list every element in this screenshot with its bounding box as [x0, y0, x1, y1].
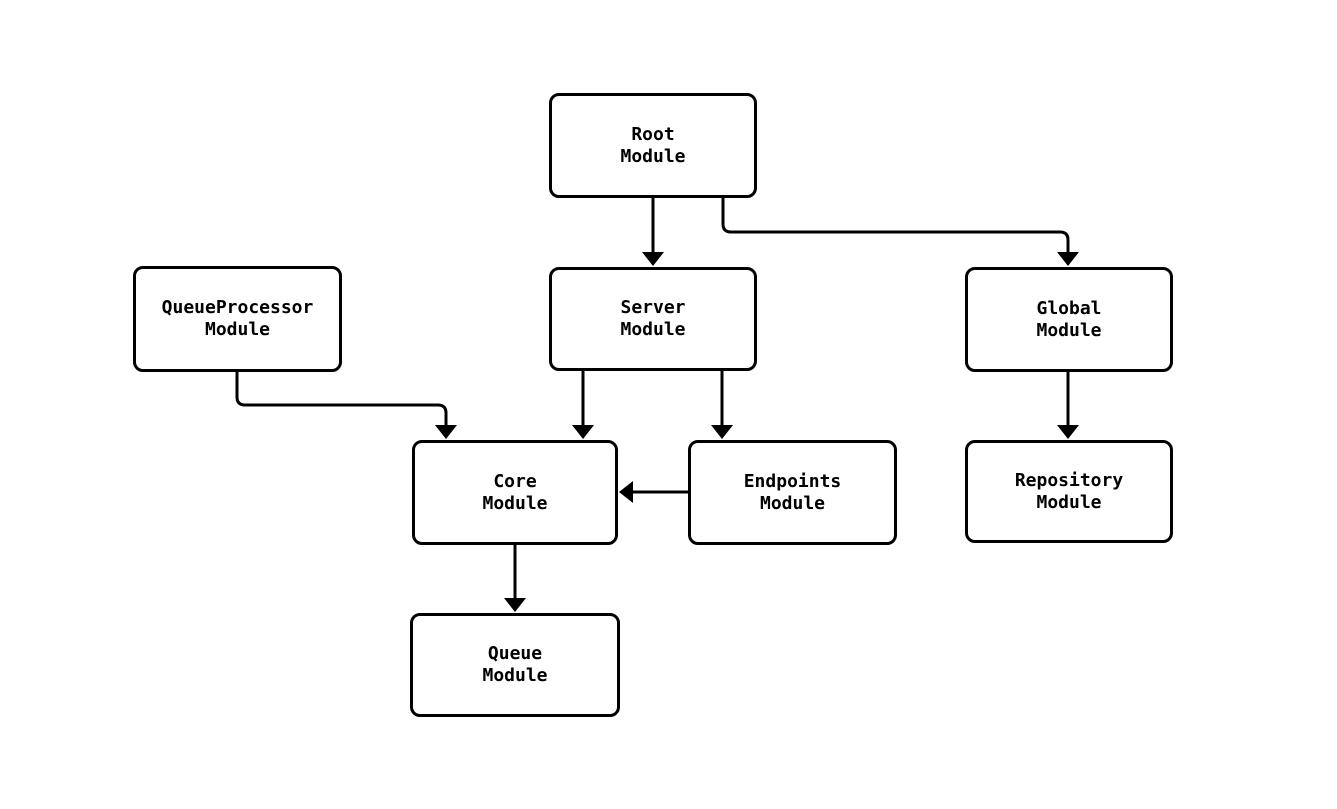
node-label-line2: Module	[1036, 491, 1102, 513]
node-label-line2: Module	[1036, 319, 1102, 341]
node-global-module: Global Module	[965, 267, 1173, 372]
node-label-line1: Queue	[487, 643, 543, 664]
arrowhead-endpoints-to-core	[619, 481, 633, 503]
arrowhead-server-to-core	[572, 425, 594, 439]
edge-root-to-global	[721, 198, 1070, 252]
node-label-line1: Global	[1036, 297, 1102, 319]
node-root-module: Root Module	[549, 93, 757, 198]
node-label-line2: Module	[204, 319, 271, 340]
node-label-line1: Repository	[1014, 469, 1124, 491]
arrowhead-root-to-server	[642, 252, 664, 266]
node-queue-module: Queue Module	[410, 613, 620, 717]
edge-queueprocessor-to-core	[235, 372, 448, 425]
node-label-line2: Module	[620, 319, 686, 340]
node-label-line1: Endpoints	[743, 470, 842, 492]
node-endpoints-module: Endpoints Module	[688, 440, 897, 545]
arrowhead-queueprocessor-to-core	[435, 425, 457, 439]
node-label-line2: Module	[482, 665, 548, 686]
arrowhead-core-to-queue	[504, 598, 526, 612]
node-label-line2: Module	[482, 492, 548, 514]
node-label-line1: Core	[493, 470, 537, 492]
node-label-line2: Module	[759, 492, 826, 514]
node-label-line1: Root	[631, 123, 675, 145]
node-label-line1: QueueProcessor	[161, 297, 314, 318]
arrowhead-root-to-global	[1057, 252, 1079, 266]
node-repository-module: Repository Module	[965, 440, 1173, 543]
node-core-module: Core Module	[412, 440, 618, 545]
node-label-line1: Server	[620, 297, 686, 318]
node-queueprocessor-module: QueueProcessor Module	[133, 266, 342, 372]
arrowhead-global-to-repository	[1057, 425, 1079, 439]
node-server-module: Server Module	[549, 267, 757, 371]
node-label-line2: Module	[620, 145, 686, 167]
arrowhead-server-to-endpoints	[711, 425, 733, 439]
